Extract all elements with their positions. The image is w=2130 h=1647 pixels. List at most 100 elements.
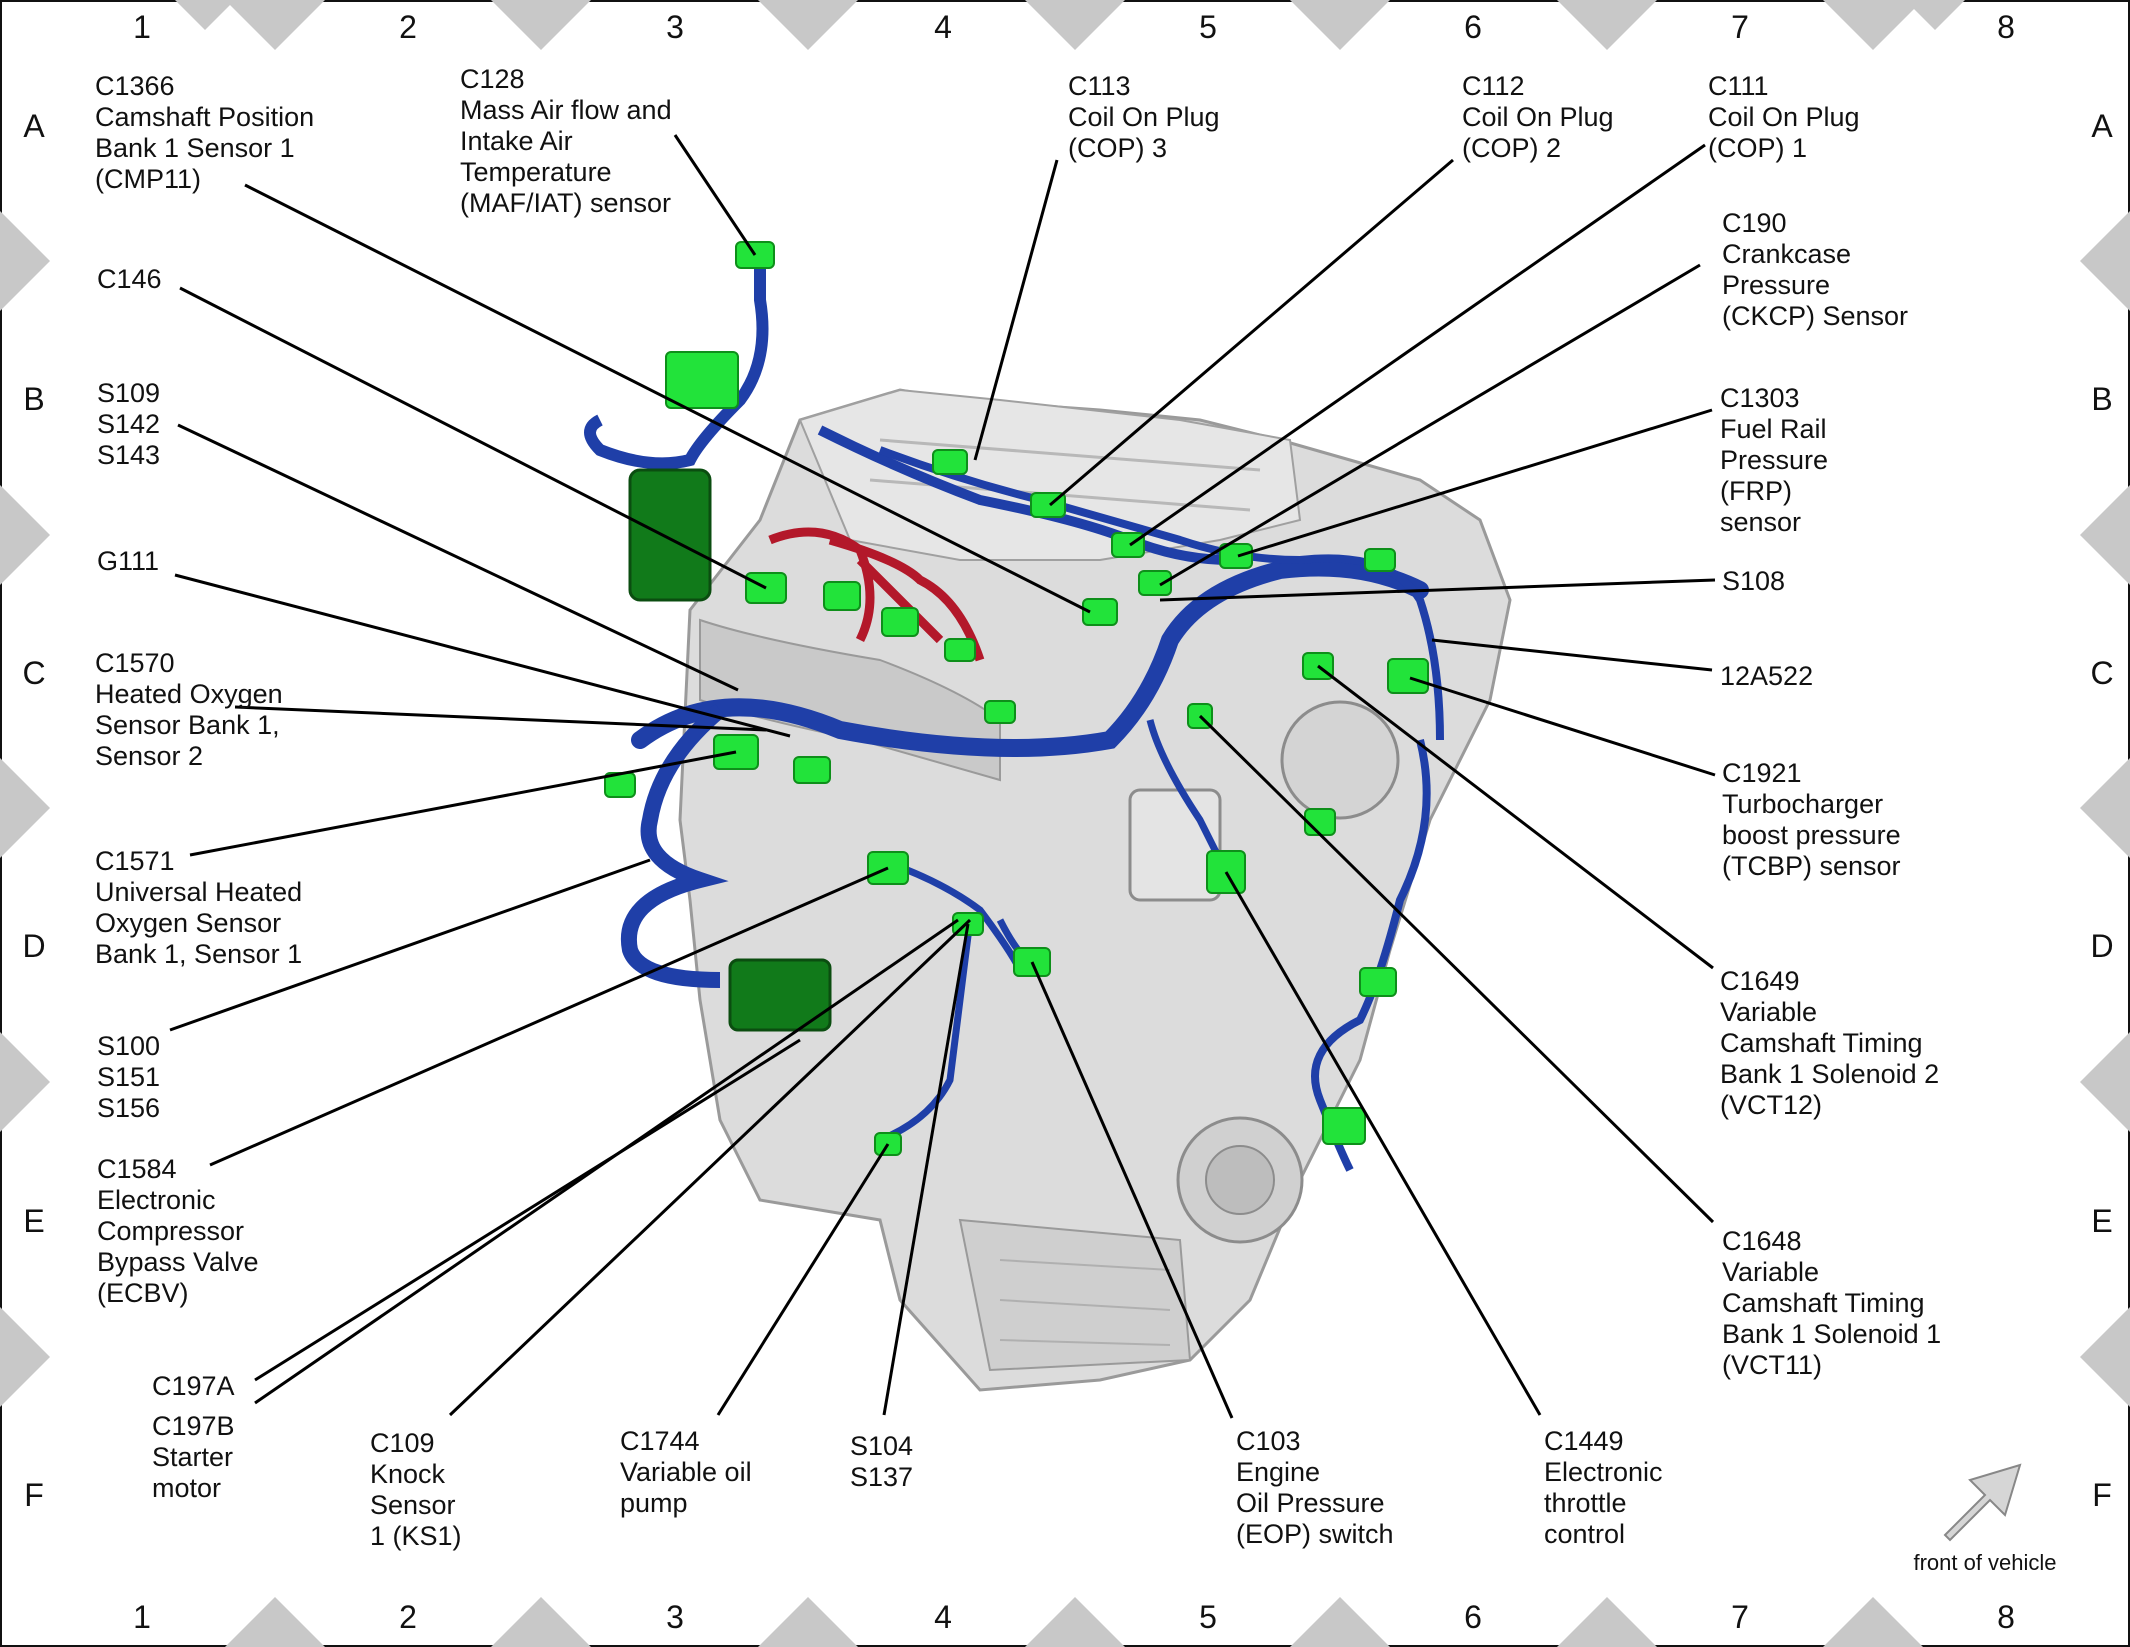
front-arrow-icon <box>1943 1463 2022 1542</box>
grid-marker-left <box>0 1032 50 1132</box>
grid-column-label-top: 1 <box>133 9 151 45</box>
callout-line: C1649 <box>1720 966 1800 996</box>
grid-column-label-bottom: 5 <box>1199 1599 1217 1635</box>
callout-line: C1303 <box>1720 383 1800 413</box>
leader-line-c111 <box>1129 143 1706 547</box>
callout-line: Bank 1 Solenoid 1 <box>1722 1319 1941 1349</box>
callout-line: C111 <box>1708 71 1769 101</box>
grid-row-label-left: B <box>23 381 44 417</box>
harness-connector <box>793 756 831 784</box>
grid-marker-bottom <box>758 1597 858 1647</box>
callout-line: C128 <box>460 64 525 94</box>
callout-line: (FRP) <box>1720 476 1792 506</box>
harness-connector <box>1082 598 1118 626</box>
callout-line: S108 <box>1722 566 1785 596</box>
harness-connector <box>665 351 739 409</box>
callout-line: C197B <box>152 1411 235 1441</box>
grid-column-label-top: 4 <box>934 9 952 45</box>
grid-marker-top <box>1290 0 1390 50</box>
grid-marker-top <box>1557 0 1657 50</box>
callout-line: Fuel Rail <box>1720 414 1827 444</box>
callout-line: Camshaft Timing <box>1720 1028 1923 1058</box>
leader-line-c103 <box>1030 961 1234 1419</box>
grid-column-label-top: 8 <box>1997 9 2015 45</box>
leader-line-12a522 <box>1431 638 1713 672</box>
callout-12a522: 12A522 <box>1720 661 1813 691</box>
leader-line-c113 <box>973 159 1059 461</box>
callout-line: Camshaft Timing <box>1722 1288 1925 1318</box>
callout-line: Sensor 2 <box>95 741 203 771</box>
leader-line-c128 <box>673 134 757 256</box>
grid-row-label-left: D <box>22 928 45 964</box>
grid-marker-left <box>0 758 50 858</box>
callout-line: C190 <box>1722 208 1787 238</box>
callout-line: Temperature <box>460 157 612 187</box>
grid-column-label-top: 5 <box>1199 9 1217 45</box>
harness-left-loop <box>620 703 729 988</box>
harness-lower-branch <box>878 856 1024 1144</box>
callout-line: G111 <box>97 546 159 576</box>
leader-line-c1921 <box>1409 676 1716 777</box>
grid-column-label-bottom: 2 <box>399 1599 417 1635</box>
callout-line: Turbocharger <box>1722 789 1883 819</box>
callout-c197a: C197A <box>152 1371 235 1401</box>
leader-line-c1584 <box>209 866 889 1167</box>
callout-line: (EOP) switch <box>1236 1519 1394 1549</box>
callout-line: S151 <box>97 1062 160 1092</box>
callout-line: S143 <box>97 440 160 470</box>
grid-marker-bottom <box>1557 1597 1657 1647</box>
callout-line: Electronic <box>97 1185 216 1215</box>
connectors <box>604 241 1429 1156</box>
grid-marker-top <box>758 0 858 50</box>
harness-connector <box>1111 532 1145 558</box>
leader-line-c1570 <box>234 705 767 732</box>
callout-line: (COP) 2 <box>1462 133 1561 163</box>
callout-line: Sensor Bank 1, <box>95 710 280 740</box>
callout-leader-lines <box>169 134 1716 1419</box>
callout-line: S109 <box>97 378 160 408</box>
callout-line: control <box>1544 1519 1625 1549</box>
grid-marker-top <box>1823 0 1923 50</box>
grid-marker-left <box>0 485 50 585</box>
callout-line: S142 <box>97 409 160 439</box>
cylinder-head <box>798 388 1302 561</box>
callout-line: Engine <box>1236 1457 1320 1487</box>
callout-line: Variable oil <box>620 1457 752 1487</box>
leader-line-c112 <box>1049 158 1454 507</box>
grid-row-label-left: F <box>24 1477 44 1513</box>
callout-line: pump <box>620 1488 688 1518</box>
turbocharger <box>1280 700 1400 820</box>
grid-column-label-bottom: 7 <box>1731 1599 1749 1635</box>
grid-marker-bottom <box>1823 1597 1923 1647</box>
callout-line: Variable <box>1720 997 1817 1027</box>
harness-connector <box>1359 967 1397 997</box>
crank-pulley-hub <box>1205 1145 1275 1215</box>
callout-line: Universal Heated <box>95 877 302 907</box>
harness-connector <box>1219 543 1253 569</box>
callout-line: Crankcase <box>1722 239 1851 269</box>
callout-line: C1570 <box>95 648 175 678</box>
harness-connector <box>932 449 968 475</box>
callout-line: C146 <box>97 264 162 294</box>
callout-s108: S108 <box>1722 566 1785 596</box>
grid-column-label-top: 7 <box>1731 9 1749 45</box>
callout-line: S156 <box>97 1093 160 1123</box>
callout-line: (COP) 3 <box>1068 133 1167 163</box>
grid-column-label-bottom: 6 <box>1464 1599 1482 1635</box>
leader-line-c1571 <box>189 750 737 857</box>
callout-line: C1921 <box>1722 758 1802 788</box>
grid-column-label-bottom: 8 <box>1997 1599 2015 1635</box>
